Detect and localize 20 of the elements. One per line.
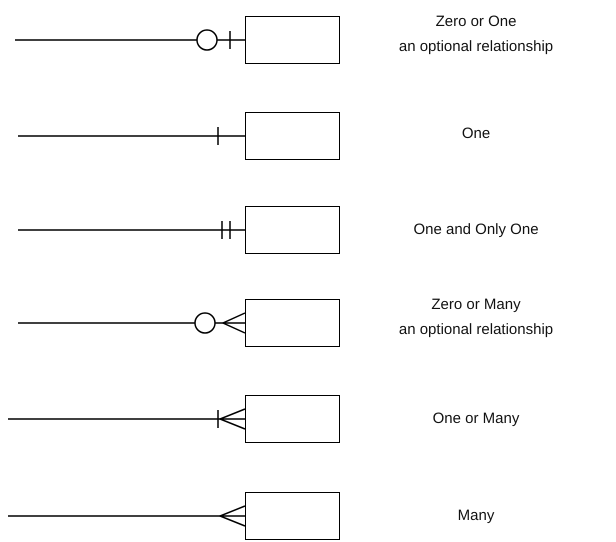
relationship-line <box>15 29 245 51</box>
relationship-line <box>18 126 245 146</box>
cardinality-label: Zero or One <box>436 13 516 30</box>
cardinality-label: an optional relationship <box>398 321 554 338</box>
cardinality-label: One <box>462 125 490 142</box>
cardinality-label: Many <box>458 507 494 524</box>
entity-box <box>245 299 340 347</box>
relationship-line <box>8 408 246 430</box>
cardinality-label: One and Only One <box>413 221 539 238</box>
entity-box <box>245 492 340 540</box>
relationship-line <box>18 312 246 334</box>
cardinality-label: One or Many <box>432 410 520 427</box>
cardinality-label: Zero or Many <box>431 296 521 313</box>
entity-box <box>245 395 340 443</box>
cardinality-label: an optional relationship <box>398 38 554 55</box>
entity-box <box>245 206 340 254</box>
entity-box <box>245 16 340 64</box>
relationship-line <box>8 505 246 527</box>
entity-box <box>245 112 340 160</box>
relationship-line <box>18 220 245 240</box>
